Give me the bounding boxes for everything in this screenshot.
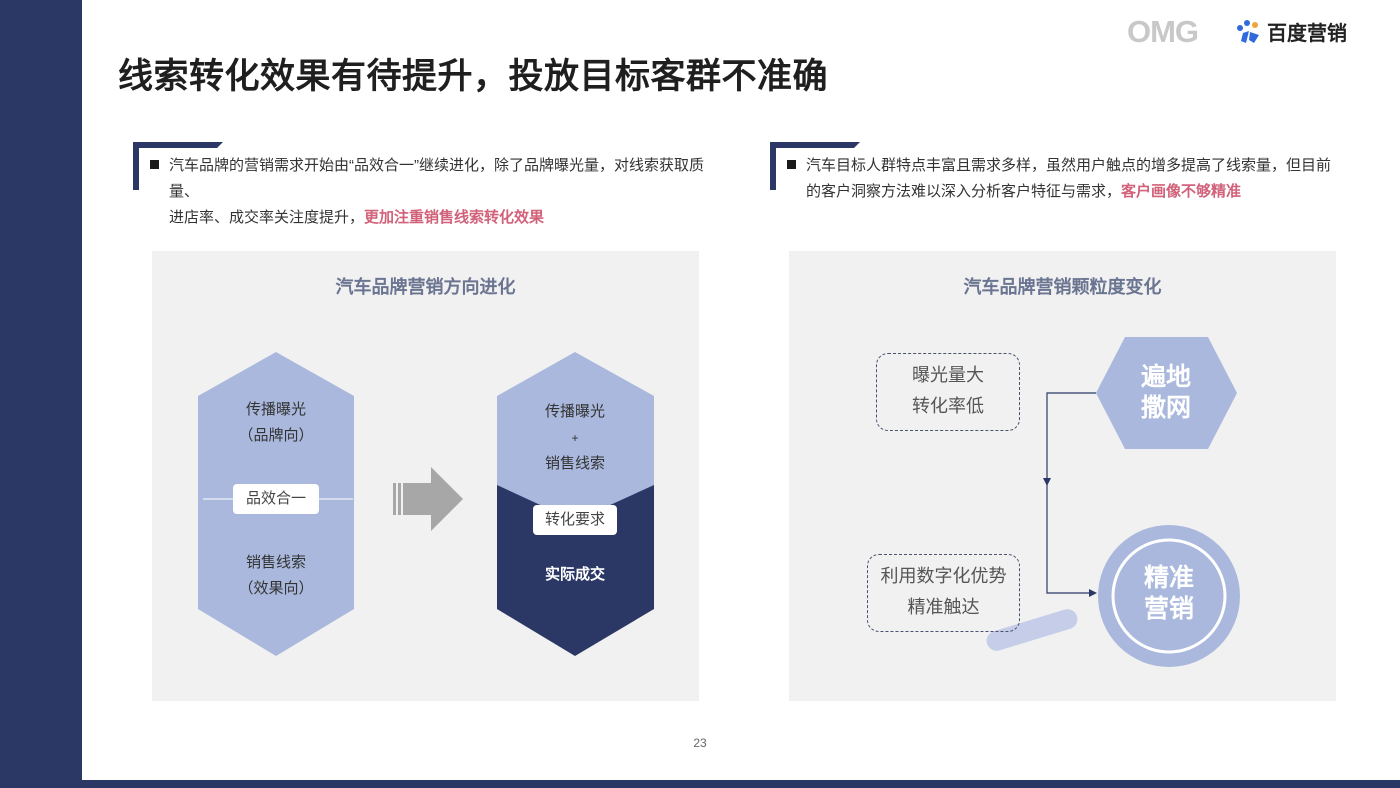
hex2-top-label: 传播曝光 + 销售线索 xyxy=(505,399,645,477)
hex1-bottom-line2: （效果向） xyxy=(238,580,314,597)
page-number: 23 xyxy=(693,736,707,750)
broad-exposure-box: 曝光量大 转化率低 xyxy=(876,353,1020,431)
corner-bracket-icon xyxy=(770,142,860,190)
left-bullet-line1: 汽车品牌的营销需求开始由“品效合一”继续进化，除了品牌曝光量，对线索获取质量、 xyxy=(169,157,704,200)
corner-bracket-icon xyxy=(133,142,223,190)
hex-line2: 撒网 xyxy=(1140,394,1191,422)
box-top-line1: 曝光量大 xyxy=(912,365,984,385)
left-navy-band xyxy=(0,0,82,788)
left-panel-title: 汽车品牌营销方向进化 xyxy=(335,277,516,297)
actual-deal-label: 实际成交 xyxy=(544,566,605,583)
left-bullet-text: 汽车品牌的营销需求开始由“品效合一”继续进化，除了品牌曝光量，对线索获取质量、 … xyxy=(169,153,733,231)
right-bullet-highlight: 客户画像不够精准 xyxy=(1121,183,1242,200)
hexagon-broad-net xyxy=(1096,337,1237,449)
baidu-marketing-logo: 百度营销 xyxy=(1234,17,1347,46)
baidu-marketing-text: 百度营销 xyxy=(1267,23,1347,45)
left-panel: 汽车品牌营销方向进化 传播曝光 （品牌向） 品效合一 销售线索 （效果向） 传播… xyxy=(152,251,699,701)
right-bullet-line2-prefix: 的客户洞察方法难以深入分析客户特征与需求， xyxy=(806,183,1122,200)
bottom-navy-band xyxy=(0,780,1400,788)
hex1-bottom-line1: 销售线索 xyxy=(245,554,306,571)
right-arrowhead-icon xyxy=(1089,589,1097,597)
left-bullet-line2: 进店率、成交率关注度提升，更加注重销售线索转化效果 xyxy=(169,205,733,231)
right-bullet-line1: 汽车目标人群特点丰富且需求多样，虽然用户触点的增多提高了线索量，但目前 xyxy=(806,157,1332,174)
left-bullet-highlight: 更加注重销售线索转化效果 xyxy=(364,209,545,226)
hex1-top-line2: （品牌向） xyxy=(238,427,314,444)
right-panel-graphics xyxy=(986,337,1240,667)
hex2-top-line2: + xyxy=(571,431,579,445)
magnifier-icon xyxy=(986,525,1240,667)
right-panel: 汽车品牌营销颗粒度变化 曝光量大 转化率低 遍地 撒网 利用数字化优势 精准触达… xyxy=(789,251,1336,701)
page-title: 线索转化效果有待提升，投放目标客群不准确 xyxy=(118,57,829,96)
left-bullet-line2-prefix: 进店率、成交率关注度提升， xyxy=(169,209,365,226)
broad-net-label: 遍地 撒网 xyxy=(1109,362,1223,424)
circle-line2: 营销 xyxy=(1143,595,1194,623)
circle-line1: 精准 xyxy=(1143,564,1194,592)
digital-advantage-box: 利用数字化优势 精准触达 xyxy=(867,554,1020,632)
right-panel-title: 汽车品牌营销颗粒度变化 xyxy=(963,277,1162,297)
bullet-square-icon xyxy=(787,160,796,169)
connector-line xyxy=(1046,392,1096,594)
hex1-top-line1: 传播曝光 xyxy=(245,401,306,418)
right-bullet-line2: 的客户洞察方法难以深入分析客户特征与需求，客户画像不够精准 xyxy=(806,179,1331,205)
down-arrowhead-icon xyxy=(1043,478,1051,486)
baidu-paw-icon xyxy=(1237,19,1259,43)
precision-marketing-label: 精准 营销 xyxy=(1119,563,1219,625)
conversion-requirement-pill: 转化要求 xyxy=(533,505,617,535)
hex-line1: 遍地 xyxy=(1140,363,1191,391)
hexagon-evolved-top xyxy=(497,352,654,484)
right-bullet-text: 汽车目标人群特点丰富且需求多样，虽然用户触点的增多提高了线索量，但目前 的客户洞… xyxy=(806,153,1331,205)
brand-effect-pill: 品效合一 xyxy=(233,484,319,514)
box-bottom-line1: 利用数字化优势 xyxy=(880,566,1007,586)
omg-logo: OMG xyxy=(1127,14,1199,49)
bullet-square-icon xyxy=(150,160,159,169)
left-bullet: 汽车品牌的营销需求开始由“品效合一”继续进化，除了品牌曝光量，对线索获取质量、 … xyxy=(133,142,733,226)
hex1-top-label: 传播曝光 （品牌向） xyxy=(206,397,346,449)
box-top-line2: 转化率低 xyxy=(912,396,984,416)
hex2-top-line3: 销售线索 xyxy=(544,455,605,472)
hex1-bottom-label: 销售线索 （效果向） xyxy=(206,550,346,602)
right-arrow-icon xyxy=(393,467,463,531)
box-bottom-line2: 精准触达 xyxy=(907,597,980,617)
hex2-top-line1: 传播曝光 xyxy=(544,403,605,420)
hexagon-inner-notch xyxy=(497,484,654,521)
right-bullet: 汽车目标人群特点丰富且需求多样，虽然用户触点的增多提高了线索量，但目前 的客户洞… xyxy=(770,142,1370,202)
